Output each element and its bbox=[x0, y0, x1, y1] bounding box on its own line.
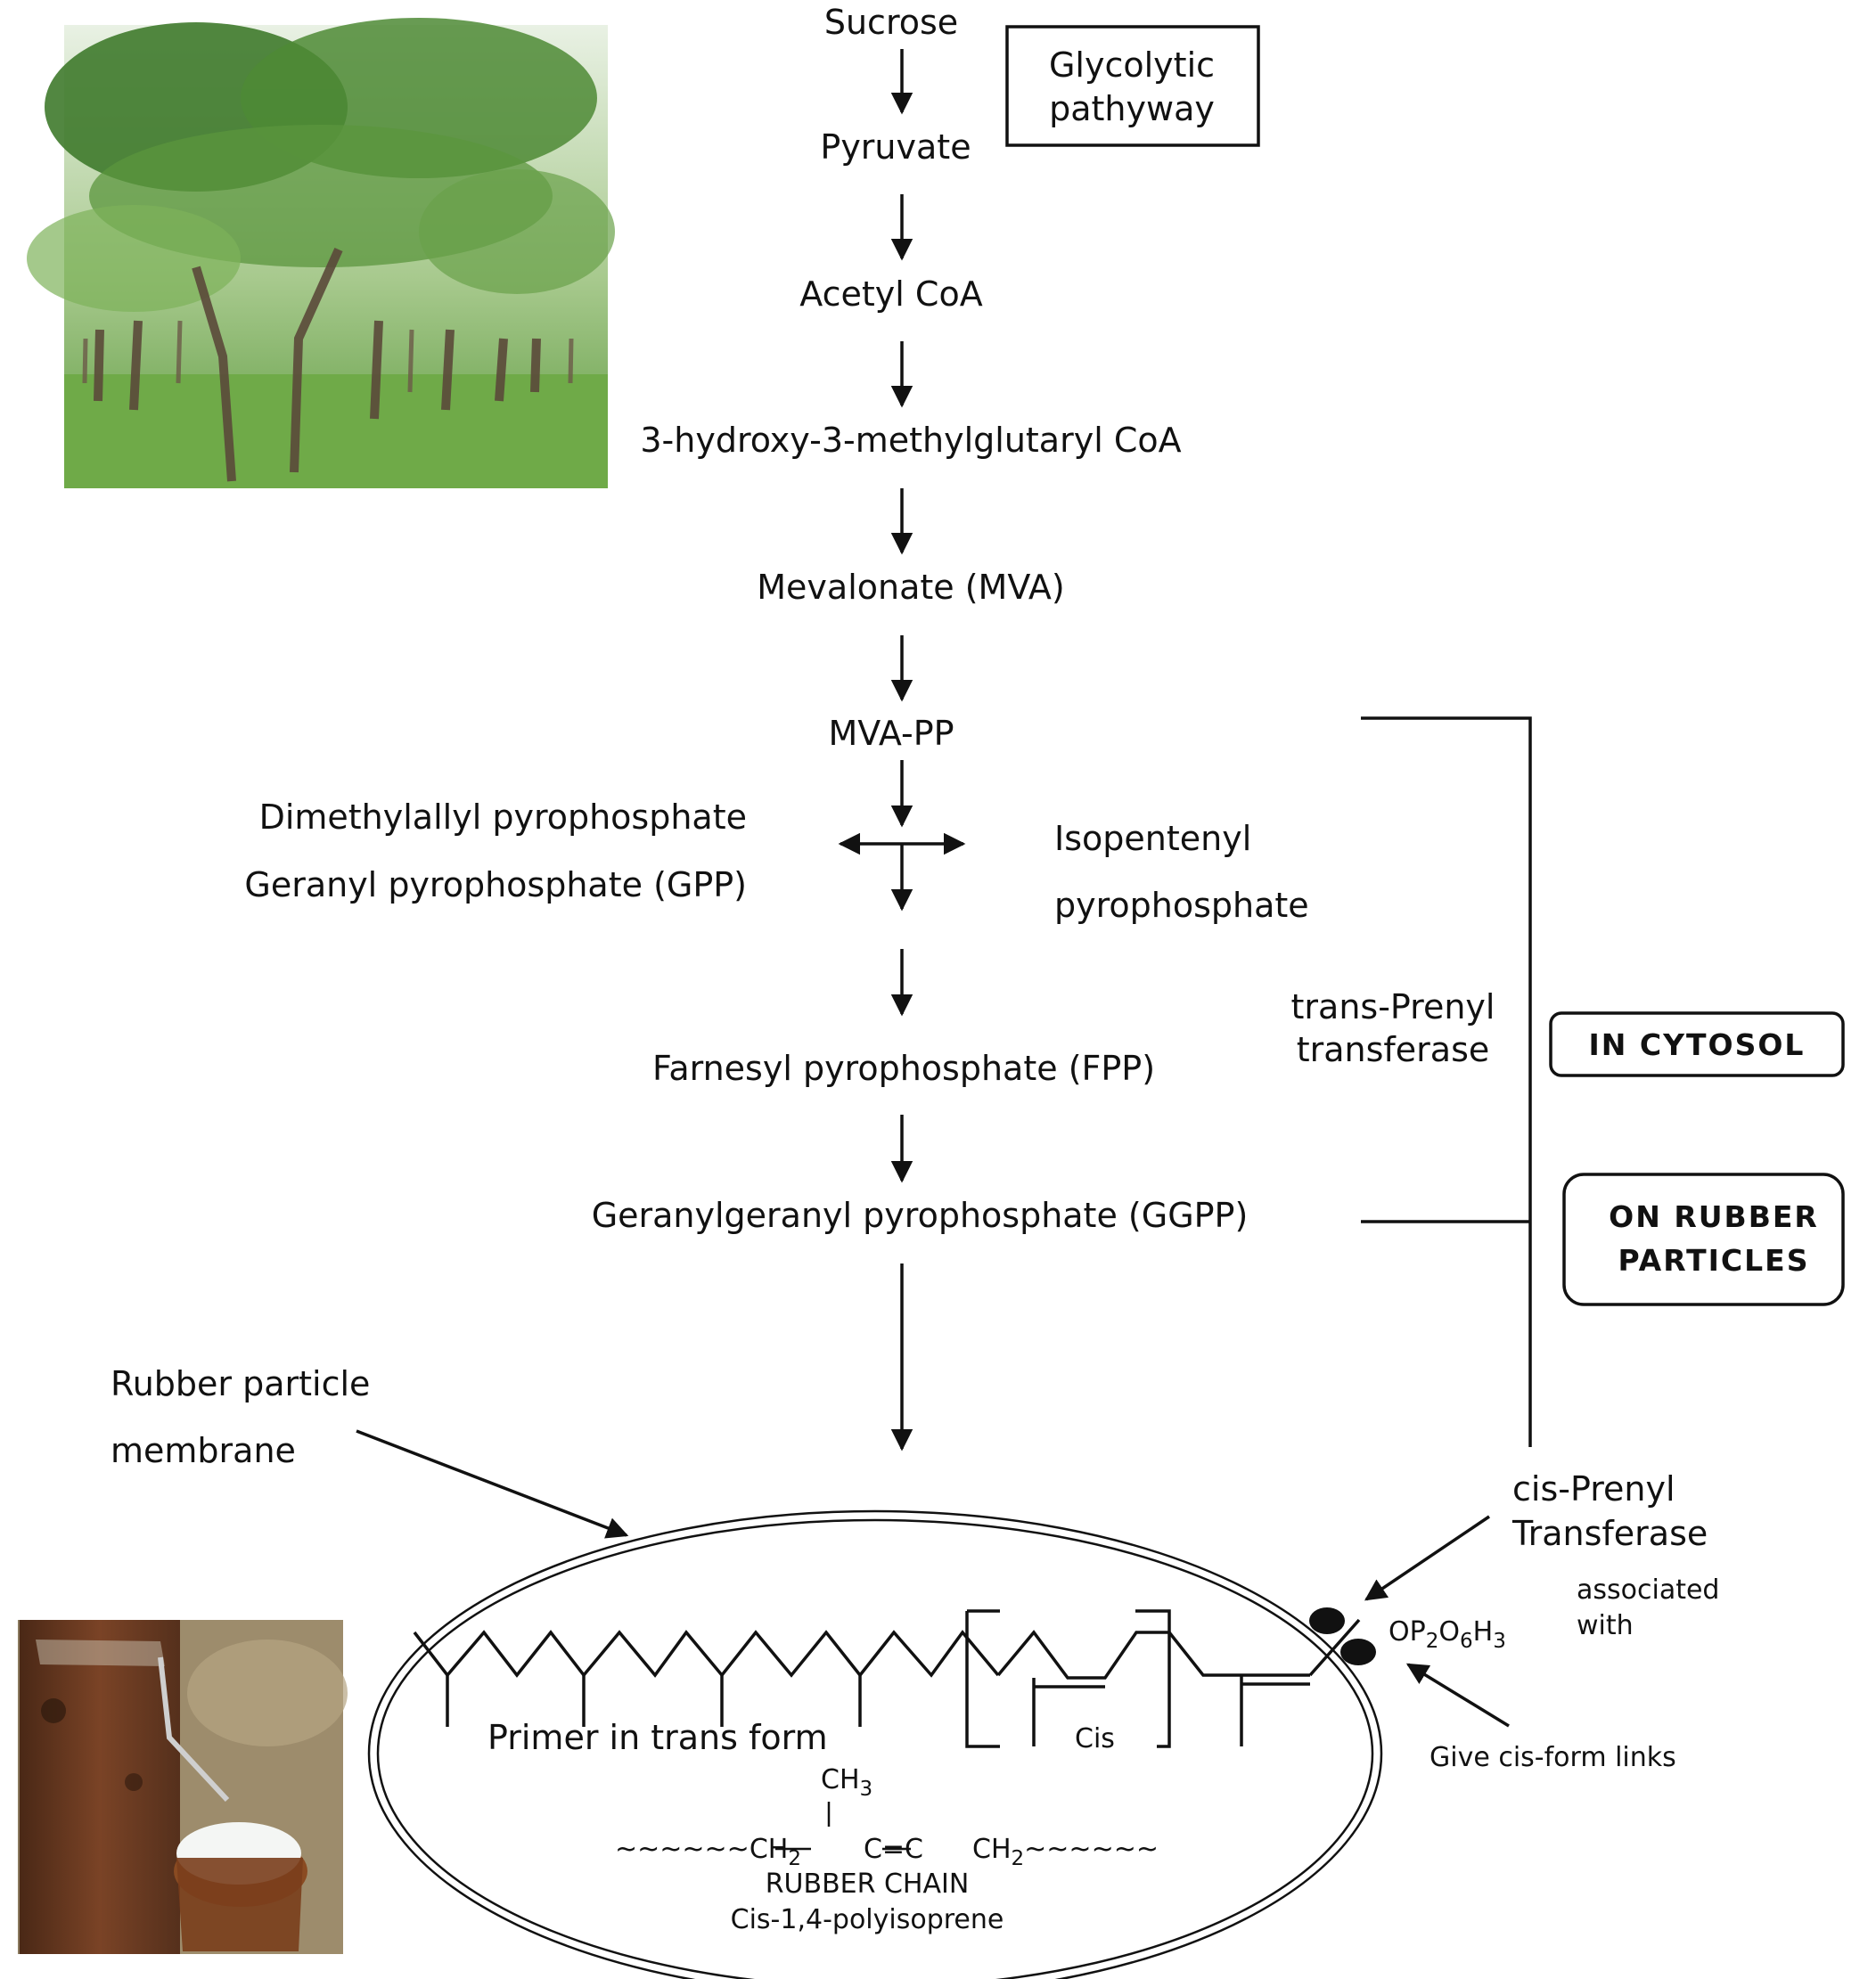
mevalonate-label: Mevalonate (MVA) bbox=[757, 568, 1064, 607]
particles-label: PARTICLES bbox=[1618, 1243, 1810, 1278]
dimethylallyl-label: Dimethylallyl pyrophosphate bbox=[259, 797, 747, 837]
hmg-coa-label: 3-hydroxy-3-methylglutaryl CoA bbox=[640, 421, 1181, 460]
pyruvate-label: Pyruvate bbox=[820, 127, 971, 167]
associated-label-1: associated bbox=[1577, 1574, 1719, 1606]
fpp-label: Farnesyl pyrophosphate (FPP) bbox=[652, 1049, 1155, 1088]
glycolytic-pathway-box: Glycolytic pathyway bbox=[1005, 25, 1260, 147]
isopentenyl-label-1: Isopentenyl bbox=[1054, 819, 1251, 858]
trans-prenyl-label-1: trans-Prenyl bbox=[1291, 987, 1495, 1026]
mva-pp-label: MVA-PP bbox=[828, 714, 954, 753]
enzyme-dot-2 bbox=[1340, 1639, 1376, 1665]
cis-prenyl-arrow bbox=[1364, 1515, 1490, 1601]
cis-label: Cis bbox=[1075, 1723, 1115, 1754]
ch3-label: CH3 bbox=[821, 1764, 872, 1801]
gpp-label: Geranyl pyrophosphate (GPP) bbox=[244, 865, 747, 904]
membrane-label-1: Rubber particle bbox=[111, 1364, 370, 1403]
primer-label: Primer in trans form bbox=[487, 1718, 828, 1757]
cis-unit bbox=[965, 1609, 1361, 1748]
rubber-plantation-photo bbox=[27, 18, 615, 488]
on-rubber-particles-box: ON RUBBER PARTICLES bbox=[1562, 1173, 1845, 1306]
glycolytic-line-1: Glycolytic bbox=[1049, 45, 1215, 85]
cis-prenyl-label-1: cis-Prenyl bbox=[1512, 1469, 1675, 1509]
acetyl-coa-label: Acetyl CoA bbox=[799, 274, 982, 314]
latex-tapping-photo bbox=[18, 1620, 348, 1954]
ggpp-label: Geranylgeranyl pyrophosphate (GGPP) bbox=[592, 1196, 1249, 1235]
membrane-label-2: membrane bbox=[111, 1431, 296, 1470]
rubber-chain-label: RUBBER CHAIN bbox=[766, 1869, 970, 1900]
glycolytic-line-2: pathyway bbox=[1049, 89, 1215, 128]
isopentenyl-label-2: pyrophosphate bbox=[1054, 886, 1309, 925]
in-cytosol-label: IN CYTOSOL bbox=[1589, 1027, 1806, 1062]
associated-label-2: with bbox=[1577, 1610, 1634, 1641]
on-rubber-label: ON RUBBER bbox=[1609, 1199, 1819, 1234]
enzyme-dot-1 bbox=[1309, 1607, 1345, 1634]
trans-prenyl-label-2: transferase bbox=[1297, 1030, 1490, 1069]
pathway-arrows bbox=[838, 49, 966, 1452]
enzyme-dots bbox=[1309, 1607, 1376, 1665]
cis-prenyl-label-2: Transferase bbox=[1511, 1514, 1708, 1553]
rubber-particle bbox=[367, 1509, 1383, 1979]
membrane-arrow bbox=[356, 1429, 629, 1539]
give-cis-arrow bbox=[1405, 1663, 1510, 1728]
polyisoprene-label: Cis-1,4-polyisoprene bbox=[731, 1904, 1004, 1935]
give-cis-label: Give cis-form links bbox=[1430, 1742, 1676, 1773]
trans-primer-chain bbox=[413, 1630, 1000, 1727]
enzyme-bracket bbox=[1361, 716, 1532, 1447]
pyrophosphate-formula: OP2O6H3 bbox=[1389, 1616, 1506, 1653]
sucrose-label: Sucrose bbox=[824, 3, 958, 42]
in-cytosol-box: IN CYTOSOL bbox=[1549, 1011, 1845, 1077]
